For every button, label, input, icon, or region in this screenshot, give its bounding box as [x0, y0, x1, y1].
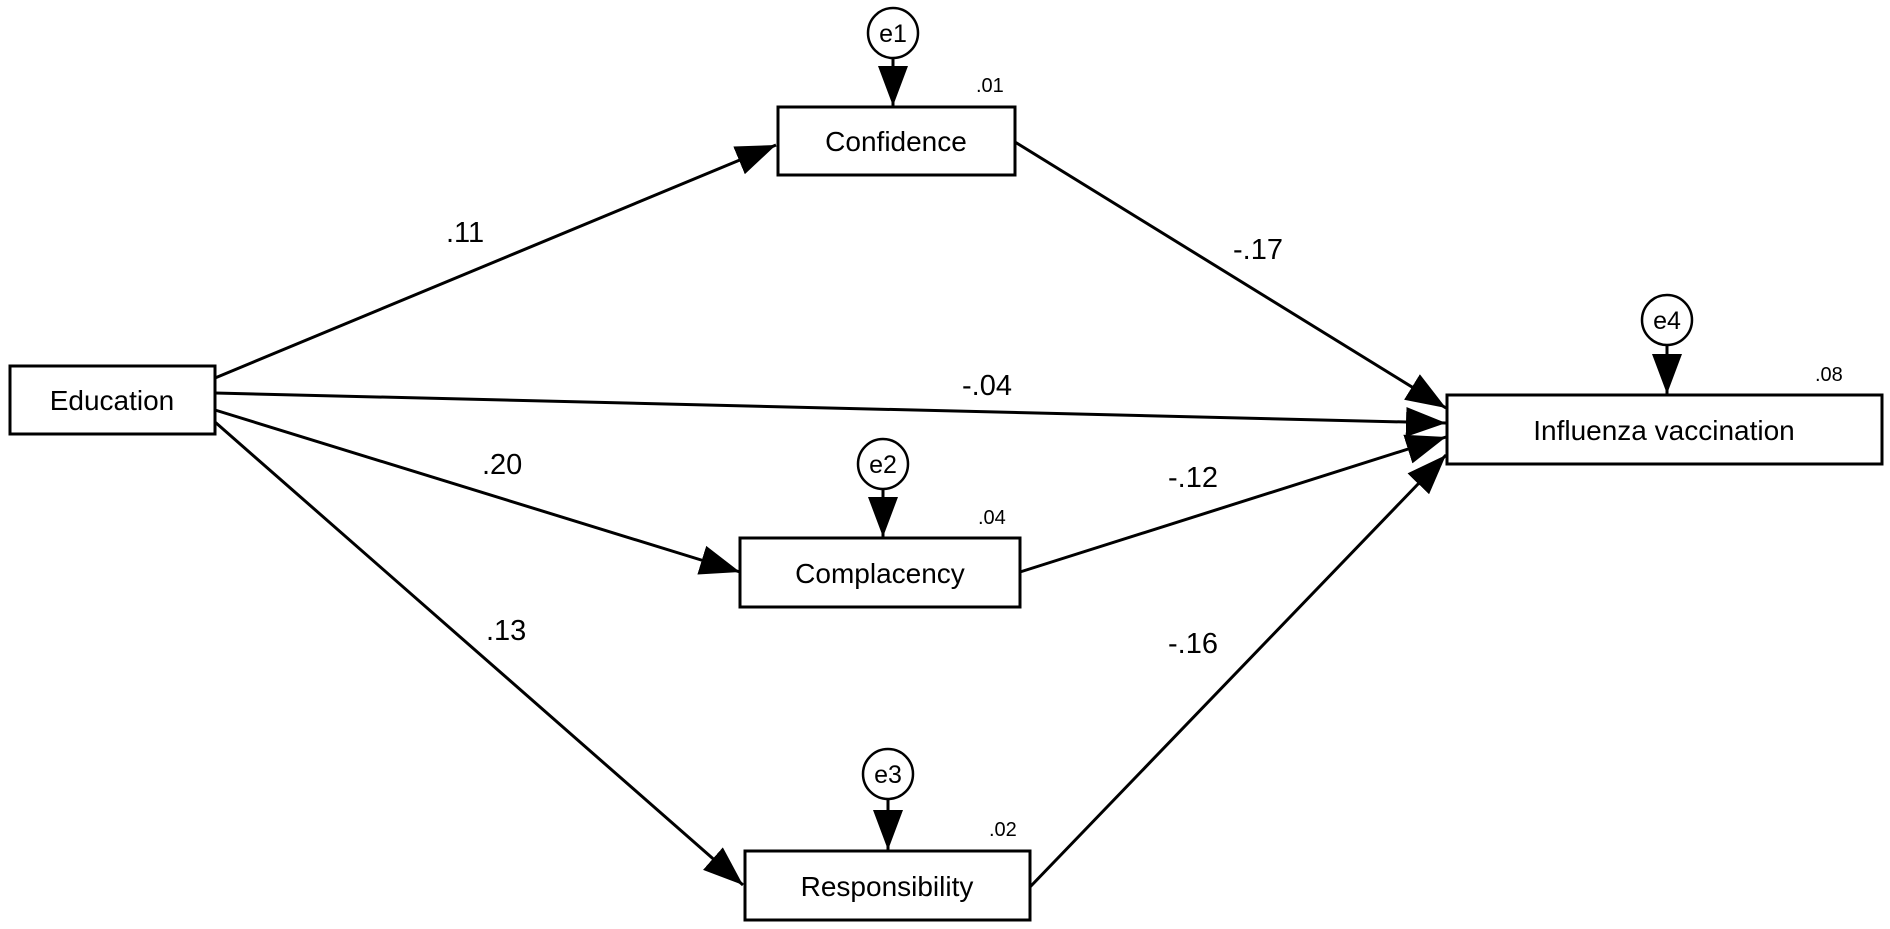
r2-confidence: .01: [976, 75, 1004, 97]
error-label-e2: e2: [869, 451, 897, 479]
coef-education-confidence: .11: [446, 217, 484, 249]
error-circle-e3: [861, 747, 915, 801]
path-responsibility-influenza: [1028, 453, 1448, 889]
coef-complacency-influenza: -.12: [1168, 462, 1218, 494]
error-circle-e1: [866, 6, 920, 60]
node-confidence: [776, 105, 1017, 177]
r2-responsibility: .02: [989, 819, 1017, 841]
coef-education-complacency: .20: [482, 449, 522, 481]
error-label-e1: e1: [879, 20, 907, 48]
error-circle-e2: [856, 437, 910, 491]
error-circle-e4: [1640, 293, 1694, 347]
path-education-influenza: [214, 391, 1447, 438]
path-education-confidence: [214, 143, 777, 380]
node-label-complacency: Complacency: [795, 558, 965, 589]
error-label-e4: e4: [1653, 307, 1681, 335]
node-label-education: Education: [50, 385, 175, 416]
node-responsibility: [743, 849, 1032, 922]
path-confidence-influenza: [1014, 140, 1447, 410]
coef-education-responsibility: .13: [486, 615, 526, 647]
error-label-e3: e3: [874, 761, 902, 789]
coef-education-influenza: -.04: [962, 370, 1012, 402]
r2-complacency: .04: [978, 507, 1006, 529]
path-education-complacency: [214, 408, 741, 575]
node-label-responsibility: Responsibility: [801, 871, 974, 902]
coef-responsibility-influenza: -.16: [1168, 628, 1218, 660]
r2-influenza: .08: [1815, 364, 1843, 386]
node-education: [8, 364, 217, 436]
node-label-confidence: Confidence: [825, 126, 967, 157]
node-label-influenza-vaccination: Influenza vaccination: [1533, 415, 1795, 446]
path-education-responsibility: [214, 420, 744, 887]
node-influenza-vaccination: [1445, 393, 1884, 466]
path-complacency-influenza: [1019, 434, 1447, 574]
node-complacency: [738, 536, 1022, 609]
coef-confidence-influenza: -.17: [1233, 234, 1283, 266]
